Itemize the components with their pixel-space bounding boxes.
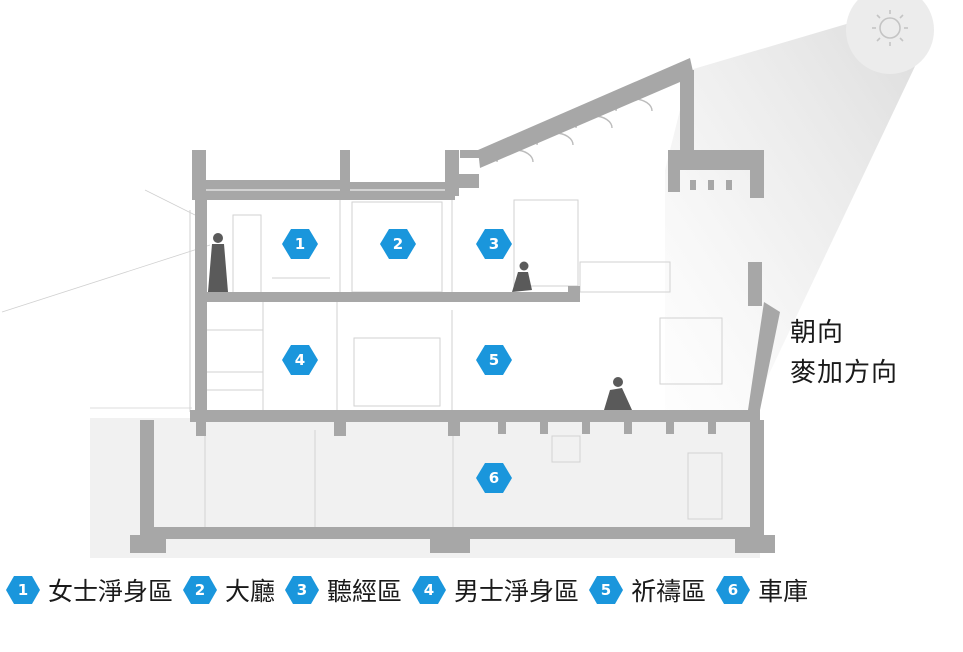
legend-label: 男士淨身區	[454, 577, 580, 606]
direction-line-1: 朝向	[790, 318, 845, 348]
zone-badge-3: 3	[476, 229, 512, 259]
zone-badge-5: 5	[476, 345, 512, 375]
legend-badge: 6	[716, 575, 751, 605]
zone-badge-2: 2	[380, 229, 416, 259]
legend-badge: 2	[183, 575, 218, 605]
praying-person-icon	[604, 377, 632, 410]
walls-and-slabs	[130, 58, 780, 553]
legend-label: 聽經區	[327, 577, 403, 606]
legend-badge: 5	[589, 575, 624, 605]
zone-badge-number: 2	[393, 235, 403, 253]
legend-item-1: 1 女士淨身區	[6, 572, 173, 608]
legend-label: 大廳	[225, 577, 276, 606]
legend-badge: 3	[285, 575, 320, 605]
zone-badge-number: 6	[489, 469, 499, 487]
praying-person-icon	[512, 261, 532, 292]
zone-legend: 1 女士淨身區 2 大廳 3 聽經區 4 男士淨身區 5 祈禱區 6 車庫	[6, 572, 906, 608]
sight-lines	[1, 189, 211, 409]
qibla-direction-label: 朝向 麥加方向	[790, 313, 898, 393]
direction-line-2: 麥加方向	[790, 358, 899, 388]
legend-item-3: 3 聽經區	[285, 572, 402, 608]
svg-text:6: 6	[728, 581, 738, 599]
legend-label: 女士淨身區	[48, 577, 174, 606]
zone-badge-number: 5	[489, 351, 499, 369]
zone-badge-number: 1	[295, 235, 305, 253]
zone-badge-number: 3	[489, 235, 499, 253]
svg-text:2: 2	[195, 581, 205, 599]
zone-badge-6: 6	[476, 463, 512, 493]
legend-badge: 4	[412, 575, 447, 605]
sunlight-beam	[665, 20, 918, 410]
sun-icon	[872, 10, 908, 46]
legend-item-6: 6 車庫	[716, 572, 808, 608]
svg-text:5: 5	[601, 581, 611, 599]
svg-text:3: 3	[297, 581, 307, 599]
legend-item-2: 2 大廳	[183, 572, 275, 608]
zone-badge-1: 1	[282, 229, 318, 259]
legend-item-4: 4 男士淨身區	[412, 572, 579, 608]
svg-text:4: 4	[424, 581, 434, 599]
zone-badge-4: 4	[282, 345, 318, 375]
zone-badge-number: 4	[295, 351, 305, 369]
svg-text:1: 1	[18, 581, 28, 599]
legend-label: 祈禱區	[631, 577, 707, 606]
standing-woman-icon	[208, 233, 228, 292]
legend-label: 車庫	[758, 577, 809, 606]
interior-lines	[189, 199, 723, 527]
legend-badge: 1	[6, 575, 40, 605]
sun-disc	[846, 0, 934, 74]
legend-item-5: 5 祈禱區	[589, 572, 706, 608]
